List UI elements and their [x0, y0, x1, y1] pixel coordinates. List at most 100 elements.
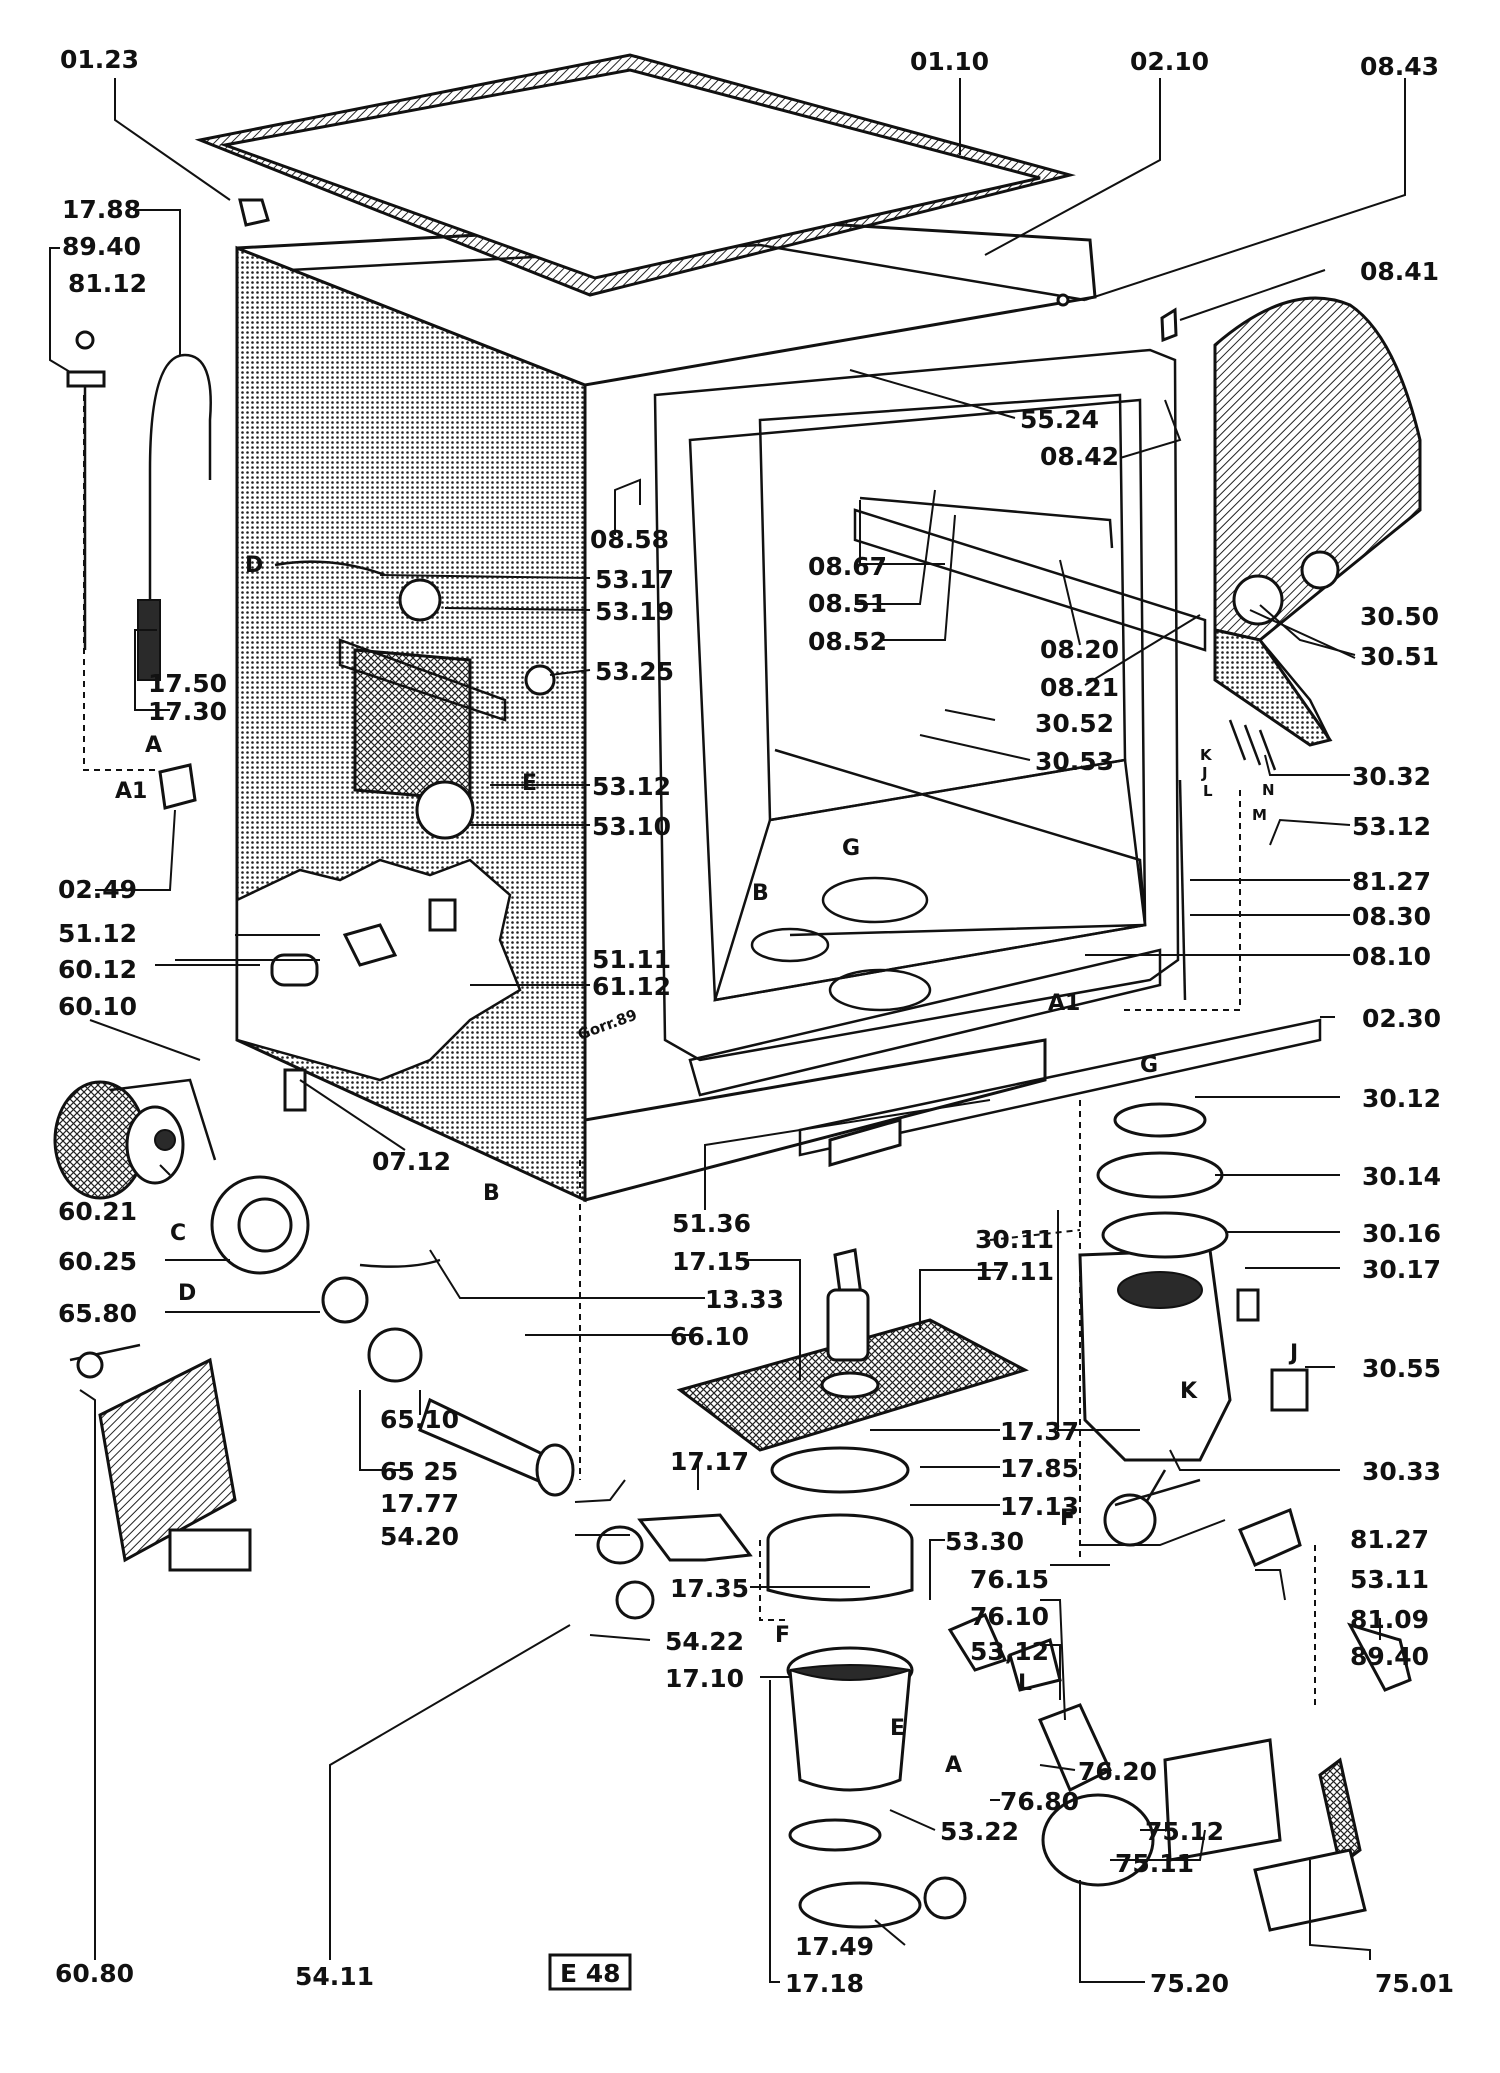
label-53-12-a: 53.12 [592, 772, 671, 801]
letter-k-tank: K [1180, 1379, 1198, 1404]
foot-07-12 [283, 1068, 307, 1112]
door-seal-08-30 [1178, 779, 1187, 1001]
tub-filter-tray [774, 748, 1147, 937]
label-08-67: 08.67 [808, 552, 887, 581]
label-53-10: 53.10 [592, 812, 671, 841]
label-81-09: 81.09 [1350, 1605, 1429, 1634]
letter-a1-left: A1 [115, 779, 147, 804]
label-54-22: 54.22 [665, 1627, 744, 1656]
label-76-15: 76.15 [970, 1565, 1049, 1594]
label-30-53: 30.53 [1035, 747, 1114, 776]
label-65-10: 65.10 [380, 1405, 459, 1434]
label-60-10: 60.10 [58, 992, 137, 1021]
label-17-17: 17.17 [670, 1447, 749, 1476]
label-01-10: 01.10 [910, 47, 989, 76]
label-30-16: 30.16 [1362, 1219, 1441, 1248]
cabinet-bottom-rail [583, 1038, 1047, 1202]
label-30-33: 30.33 [1362, 1457, 1441, 1486]
base-bracket-51-36 [828, 1118, 902, 1167]
top-panel-01-10 [194, 53, 1076, 297]
letter-b-tub: B [752, 881, 769, 906]
letter-b-hose: B [483, 1181, 500, 1206]
label-51-11: 51.11 [592, 945, 671, 974]
label-76-80: 76.80 [1000, 1787, 1079, 1816]
label-17-88: 17.88 [62, 195, 141, 224]
label-30-14: 30.14 [1362, 1162, 1441, 1191]
letter-g-right: G [1140, 1053, 1158, 1078]
label-51-36: 51.36 [672, 1209, 751, 1238]
letter-a-top: A [145, 733, 162, 758]
label-53-30: 53.30 [945, 1527, 1024, 1556]
rail-08-21 [859, 496, 1114, 549]
letter-k-soft: K [1200, 746, 1213, 764]
water-softener-tank [1078, 1102, 1309, 1531]
label-60-21: 60.21 [58, 1197, 137, 1226]
switch-plate [274, 560, 556, 840]
label-30-11: 30.11 [975, 1225, 1054, 1254]
letter-d-top: D [245, 553, 263, 578]
cutout-components [270, 898, 457, 987]
part-08-43 [1056, 293, 1070, 307]
letter-f-hose: F [1060, 1506, 1075, 1531]
label-17-85: 17.85 [1000, 1454, 1079, 1483]
label-60-25: 60.25 [58, 1247, 137, 1276]
letter-j-tank: J [1288, 1341, 1298, 1366]
reference-box-label: E 48 [560, 1959, 621, 1988]
connection-letters: D A A1 E B G K J L N M A1 G B C D J K F … [115, 553, 1298, 1778]
label-54-11: 54.11 [295, 1962, 374, 1991]
letter-g-tub: G [842, 836, 860, 861]
softener-assembly [1213, 296, 1422, 771]
label-08-42: 08.42 [1040, 442, 1119, 471]
label-60-12: 60.12 [58, 955, 137, 984]
tub-drain-hole [750, 927, 830, 963]
label-17-15: 17.15 [672, 1247, 751, 1276]
label-51-12: 51.12 [58, 919, 137, 948]
label-81-12: 81.12 [68, 269, 147, 298]
base-tray [798, 1018, 1322, 1157]
label-02-10: 02.10 [1130, 47, 1209, 76]
letter-n-soft: N [1262, 781, 1275, 799]
label-17-11: 17.11 [975, 1257, 1054, 1286]
label-17-50: 17.50 [148, 669, 227, 698]
label-65-25: 65 25 [380, 1457, 458, 1486]
label-08-20: 08.20 [1040, 635, 1119, 664]
letter-d-pump: D [178, 1281, 196, 1306]
label-53-19: 53.19 [595, 597, 674, 626]
letter-j-soft: J [1201, 764, 1208, 782]
part-labels: 01.23 01.10 02.10 08.43 17.88 89.40 81.1… [55, 45, 1454, 1998]
label-30-55: 30.55 [1362, 1354, 1441, 1383]
heater-60-80 [69, 1343, 252, 1572]
label-75-12: 75.12 [1145, 1817, 1224, 1846]
label-17-37: 17.37 [1000, 1417, 1079, 1446]
label-30-50: 30.50 [1360, 602, 1439, 631]
label-08-58: 08.58 [590, 525, 669, 554]
letter-m-soft: M [1252, 806, 1267, 824]
label-30-52: 30.52 [1035, 709, 1114, 738]
label-08-51: 08.51 [808, 589, 887, 618]
label-65-80: 65.80 [58, 1299, 137, 1328]
circulation-pump-60-10 [53, 1078, 753, 1620]
label-17-13: 17.13 [1000, 1492, 1079, 1521]
kickplate-08-10 [688, 948, 1162, 1097]
label-54-20: 54.20 [380, 1522, 459, 1551]
sump-assembly [766, 1248, 967, 1929]
tub-sump-hole [821, 876, 929, 924]
tub-heater-hole [828, 968, 932, 1012]
label-30-51: 30.51 [1360, 642, 1439, 671]
label-53-25: 53.25 [595, 657, 674, 686]
letter-e-left: E [522, 771, 537, 796]
label-53-11: 53.11 [1350, 1565, 1429, 1594]
drain-pump-assembly [947, 1478, 1412, 1932]
label-08-43: 08.43 [1360, 52, 1439, 81]
label-08-52: 08.52 [808, 627, 887, 656]
label-08-21: 08.21 [1040, 673, 1119, 702]
letter-e-valve: E [890, 1716, 905, 1741]
label-13-33: 13.33 [705, 1285, 784, 1314]
label-30-12: 30.12 [1362, 1084, 1441, 1113]
label-08-10: 08.10 [1352, 942, 1431, 971]
rail-08-20 [853, 508, 1207, 652]
label-02-49: 02.49 [58, 875, 137, 904]
letter-l-valve: L [1018, 1671, 1032, 1696]
label-17-77: 17.77 [380, 1489, 459, 1518]
